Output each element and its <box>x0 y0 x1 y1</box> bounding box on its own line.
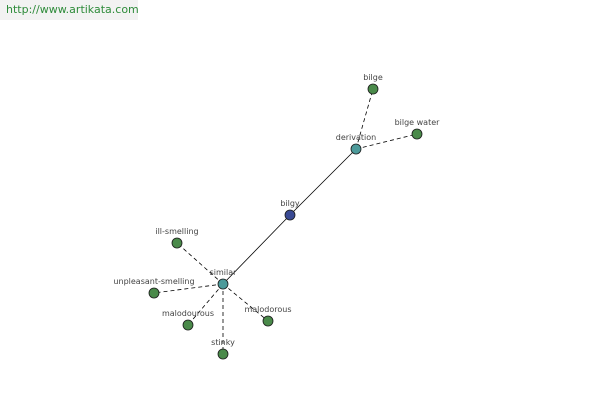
node-bilgy[interactable]: bilgy <box>280 199 300 221</box>
node-label-bilgy: bilgy <box>280 199 300 208</box>
node-stinky[interactable]: stinky <box>211 338 235 360</box>
node-circle-bilge-water[interactable] <box>411 128 423 140</box>
node-circle-stinky[interactable] <box>217 348 229 360</box>
node-label-malodourous-1: malodourous <box>162 309 214 318</box>
node-label-bilge: bilge <box>363 73 383 82</box>
edge-bilgy-to-similar <box>222 214 291 285</box>
node-derivation[interactable]: derivation <box>336 133 376 155</box>
node-label-similar: similar <box>210 268 238 277</box>
node-malodourous-1[interactable]: malodourous <box>162 309 214 331</box>
node-circle-bilge[interactable] <box>367 83 379 95</box>
site-url-watermark: http://www.artikata.com <box>0 0 139 20</box>
edge-similar-to-ill-smelling <box>176 242 224 285</box>
graph-edges <box>153 88 418 354</box>
edge-derivation-to-bilge <box>355 88 374 150</box>
node-circle-malodourous-1[interactable] <box>182 319 194 331</box>
node-ill-smelling[interactable]: ill-smelling <box>155 227 199 249</box>
node-unpleasant-smelling[interactable]: unpleasant-smelling <box>113 277 195 299</box>
node-label-bilge-water: bilge water <box>395 118 441 127</box>
edge-similar-to-malodorous <box>222 283 269 322</box>
node-label-ill-smelling: ill-smelling <box>155 227 198 236</box>
node-circle-ill-smelling[interactable] <box>171 237 183 249</box>
edge-derivation-to-bilge-water <box>355 133 418 150</box>
node-bilge[interactable]: bilge <box>363 73 383 95</box>
node-circle-bilgy[interactable] <box>284 209 296 221</box>
node-circle-similar[interactable] <box>217 278 229 290</box>
edge-similar-to-malodourous-1 <box>187 283 224 326</box>
node-label-unpleasant-smelling: unpleasant-smelling <box>113 277 194 286</box>
node-bilge-water[interactable]: bilge water <box>395 118 441 140</box>
edge-bilgy-to-derivation <box>289 148 357 216</box>
node-label-derivation: derivation <box>336 133 376 142</box>
node-label-stinky: stinky <box>211 338 235 347</box>
node-similar[interactable]: similar <box>210 268 238 290</box>
node-malodorous[interactable]: malodorous <box>244 305 292 327</box>
node-circle-derivation[interactable] <box>350 143 362 155</box>
node-circle-malodorous[interactable] <box>262 315 274 327</box>
graph-nodes: bilgy derivation similar bilge bilge water il… <box>113 73 441 360</box>
edge-similar-to-unpleasant-smelling <box>153 283 224 294</box>
node-label-malodorous: malodorous <box>244 305 291 314</box>
node-circle-unpleasant-smelling[interactable] <box>148 287 160 299</box>
